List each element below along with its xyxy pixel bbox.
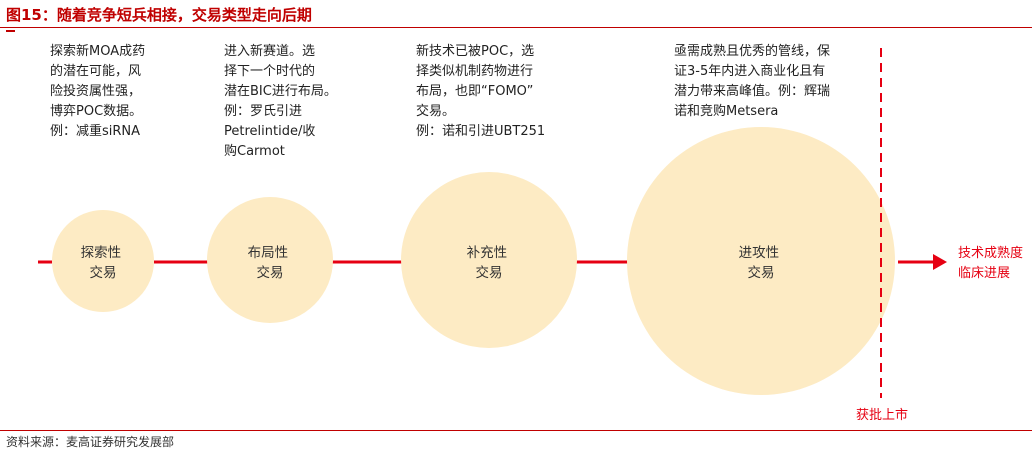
stage-label-supplementary-line2: 交易 xyxy=(476,264,503,281)
source-note: 资料来源：麦高证券研究发展部 xyxy=(6,435,175,449)
stage-circle-positioning xyxy=(207,197,333,323)
approval-milestone-label: 获批上市 xyxy=(856,408,909,423)
footer-rule xyxy=(0,430,1032,431)
stage-label-exploratory: 探索性 交易 xyxy=(81,245,126,281)
stage-description-exploratory: 探索新MOA成药 的潜在可能，风 险投资属性强， 博弈POC数据。 例：减重si… xyxy=(50,44,146,139)
stage-label-offensive-line2: 交易 xyxy=(748,264,775,281)
stage-label-offensive-line1: 进攻性 xyxy=(739,245,780,261)
stage-label-supplementary-line1: 补充性 xyxy=(467,245,508,261)
figure-title: 图15：随着竞争短兵相接，交易类型走向后期 xyxy=(6,6,312,24)
stage-description-positioning: 进入新赛道。选 择下一个时代的 潜在BIC进行布局。 例：罗氏引进 Petrel… xyxy=(224,44,337,159)
stage-circle-offensive xyxy=(627,127,895,395)
stage-label-exploratory-line2: 交易 xyxy=(90,264,117,281)
axis-end-label: 技术成熟度 临床进展 xyxy=(958,246,1024,281)
stage-label-positioning: 布局性 交易 xyxy=(248,245,293,281)
stage-label-exploratory-line1: 探索性 xyxy=(81,245,122,261)
title-rule xyxy=(0,27,1032,28)
stage-label-positioning-line1: 布局性 xyxy=(248,245,289,261)
stage-description-supplementary: 新技术已被POC，选 择类似机制药物进行 布局，也即“FOMO” 交易。 例：诺… xyxy=(416,44,546,139)
stage-label-supplementary: 补充性 交易 xyxy=(467,245,512,281)
axis-arrowhead xyxy=(933,254,947,270)
stage-label-offensive: 进攻性 交易 xyxy=(739,245,784,281)
stage-circle-exploratory xyxy=(52,210,154,312)
title-tick xyxy=(6,30,15,32)
stage-label-positioning-line2: 交易 xyxy=(257,264,284,281)
stage-circle-supplementary xyxy=(401,172,577,348)
stage-description-offensive: 亟需成熟且优秀的管线，保 证3-5年内进入商业化且有 潜力带来高峰值。例：辉瑞 … xyxy=(674,44,831,119)
